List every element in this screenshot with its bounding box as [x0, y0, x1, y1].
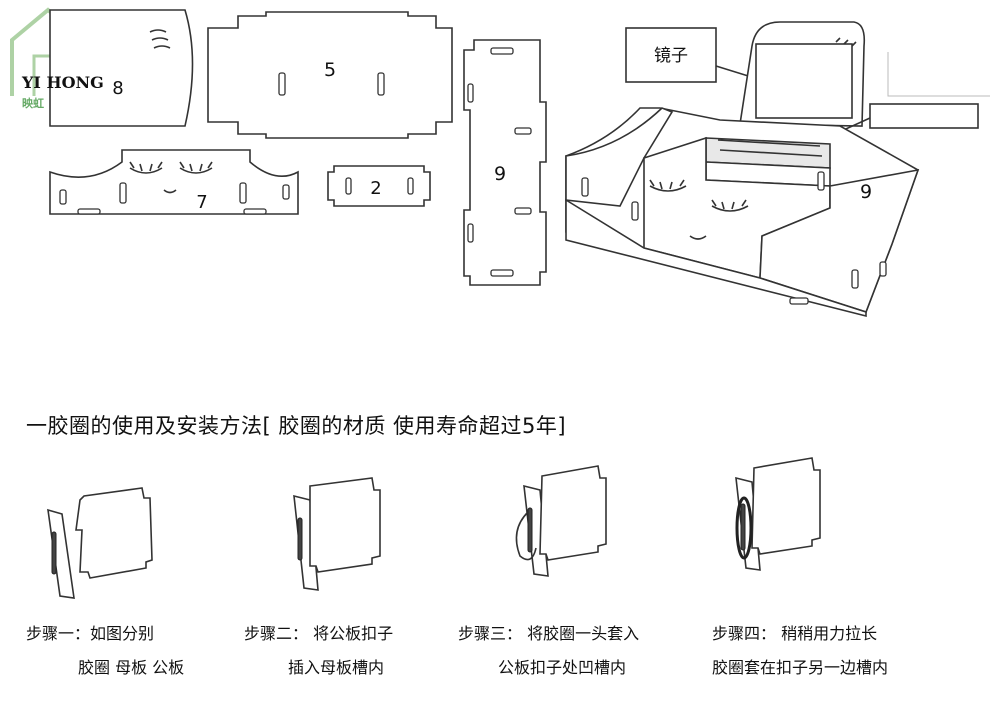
eyelash-icon	[149, 29, 171, 49]
part-9-label: 9	[494, 163, 506, 185]
mirror-callout-box	[625, 27, 717, 83]
step-3-line-1: 步骤三： 将胶圈一头套入	[458, 624, 640, 643]
step-3-line-2: 公板扣子处凹槽内	[498, 658, 627, 677]
eyelash-icon	[649, 179, 749, 240]
part-2: 2	[327, 165, 431, 207]
part-7-label: 7	[196, 192, 207, 213]
watermark-sub: 映虹	[22, 97, 44, 110]
step-4-line-1: 步骤四： 稍稍用力拉长	[712, 624, 878, 643]
assembled-box: 镜子 9	[565, 21, 990, 318]
part-8: 8	[49, 9, 194, 127]
part-8-label: 8	[112, 78, 123, 99]
watermark: YI HONG 映虹	[22, 73, 104, 111]
step-3-illustration	[515, 465, 607, 577]
step-2-line-2: 插入母板槽内	[288, 658, 385, 677]
watermark-brand: YI HONG	[22, 73, 104, 92]
callout-box-right	[869, 103, 979, 129]
mirror-callout-label: 镜子	[654, 46, 688, 66]
eyelash-icon	[129, 161, 213, 194]
step-4-illustration	[735, 457, 821, 571]
step-2-line-1: 步骤二： 将公板扣子	[244, 624, 394, 643]
part-9: 9	[463, 39, 547, 286]
part-7: 7	[49, 149, 299, 215]
step-1-illustration	[47, 487, 153, 599]
instructions-heading: 一胶圈的使用及安装方法[ 胶圈的材质 使用寿命超过5年]	[26, 414, 567, 438]
part-2-label: 2	[370, 178, 381, 199]
part-5-label: 5	[324, 59, 336, 81]
part-5: 5	[207, 11, 453, 139]
step-1-line-2: 胶圈 母板 公板	[78, 658, 185, 677]
step-2-illustration	[293, 477, 381, 591]
assembled-side-label: 9	[860, 181, 872, 203]
step-1-line-1: 步骤一：如图分别	[26, 624, 155, 643]
step-4-line-2: 胶圈套在扣子另一边槽内	[712, 658, 889, 677]
